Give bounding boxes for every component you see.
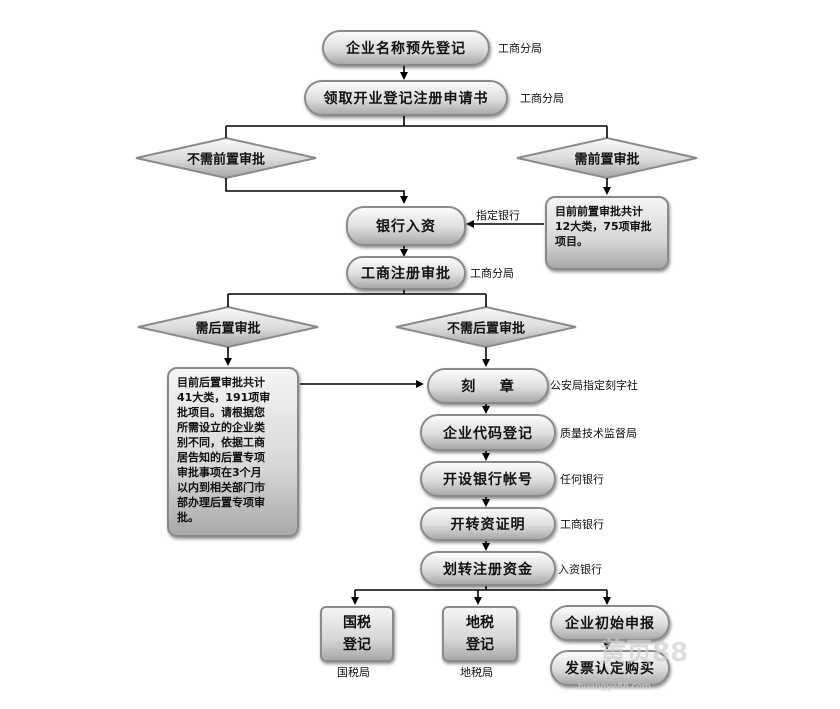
label-aic-branch: 工商分局 xyxy=(498,42,542,55)
watermark-url: huangye88.com xyxy=(578,682,651,692)
note-post-approval-line: 以内到相关部门市 xyxy=(177,481,265,494)
label-local-tax-bureau: 地税局 xyxy=(460,666,493,679)
note-pre-approval-line: 目前前置审批共计 xyxy=(555,205,643,218)
national-tax-line: 登记 xyxy=(343,637,371,653)
step-bank-deposit: 银行入资 xyxy=(346,206,466,246)
watermark-logo: 黄页88 xyxy=(600,638,689,668)
decision-no-post-approval: 不需后置审批 xyxy=(446,321,526,337)
step-get-registration-form: 领取开业登记注册申请书 xyxy=(304,80,508,116)
decision-pre-approval: 需前置审批 xyxy=(574,152,640,168)
note-post-approval-line: 部办理后置专项审 xyxy=(177,496,265,509)
note-post-approval-line: 审批事项在3个月 xyxy=(177,466,262,479)
decision-shape-post-approval xyxy=(137,305,319,349)
step-open-account: 开设银行帐号 xyxy=(420,461,556,497)
label-police-engraver: 公安局指定刻字社 xyxy=(550,379,638,392)
note-pre-approval-line: 项目。 xyxy=(555,235,588,248)
note-post-approval-line: 居告知的后置专项 xyxy=(177,451,265,464)
step-transfer-capital: 划转注册资金 xyxy=(420,551,556,586)
step-initial-declaration: 企业初始申报 xyxy=(550,605,670,641)
decision-shape-no-pre-approval xyxy=(135,136,317,180)
national-tax-line: 国税 xyxy=(343,615,371,631)
step-name-preregister: 企业名称预先登记 xyxy=(322,30,490,66)
note-post-approval-line: 批项目。请根据您 xyxy=(177,406,265,419)
note-post-approval-line: 批。 xyxy=(177,511,199,524)
note-post-approval-line: 目前后置审批共计 xyxy=(177,376,265,389)
step-registration-review: 工商注册审批 xyxy=(346,256,466,290)
step-invoice-purchase: 发票认定购买 xyxy=(550,650,670,686)
step-org-code: 企业代码登记 xyxy=(420,414,556,451)
local-tax-line: 登记 xyxy=(466,637,494,653)
note-pre-approval: 目前前置审批共计 12大类，75项审批 项目。 xyxy=(545,196,669,270)
decision-shape-no-post-approval xyxy=(395,305,577,349)
step-local-tax: 地税 登记 xyxy=(442,606,518,662)
label-aic-branch: 工商分局 xyxy=(520,92,564,105)
step-national-tax: 国税 登记 xyxy=(320,606,394,662)
note-post-approval-line: 所需设立的企业类 xyxy=(177,421,265,434)
decision-shape-pre-approval xyxy=(516,136,698,180)
label-quality-bureau: 质量技术监督局 xyxy=(560,427,637,440)
note-post-approval: 目前后置审批共计 41大类，191项审 批项目。请根据您 所需设立的企业类 别不… xyxy=(167,367,299,537)
label-deposit-bank: 入资银行 xyxy=(558,563,602,576)
label-national-tax-bureau: 国税局 xyxy=(337,666,370,679)
note-pre-approval-line: 12大类，75项审批 xyxy=(555,220,652,233)
decision-no-pre-approval: 不需前置审批 xyxy=(186,152,266,168)
decision-post-approval: 需后置审批 xyxy=(195,321,261,337)
local-tax-line: 地税 xyxy=(466,615,494,631)
note-post-approval-line: 别不同，依据工商 xyxy=(177,436,265,449)
note-post-approval-line: 41大类，191项审 xyxy=(177,391,271,404)
label-aic-branch: 工商分局 xyxy=(470,267,514,280)
label-any-bank: 任何银行 xyxy=(560,473,604,486)
step-transfer-certificate: 开转资证明 xyxy=(420,507,556,541)
label-icbc: 工商银行 xyxy=(560,518,604,531)
step-seal: 刻 章 xyxy=(427,368,549,404)
label-designated-bank: 指定银行 xyxy=(476,209,520,222)
arrow-no-pre-to-bank xyxy=(225,178,408,204)
